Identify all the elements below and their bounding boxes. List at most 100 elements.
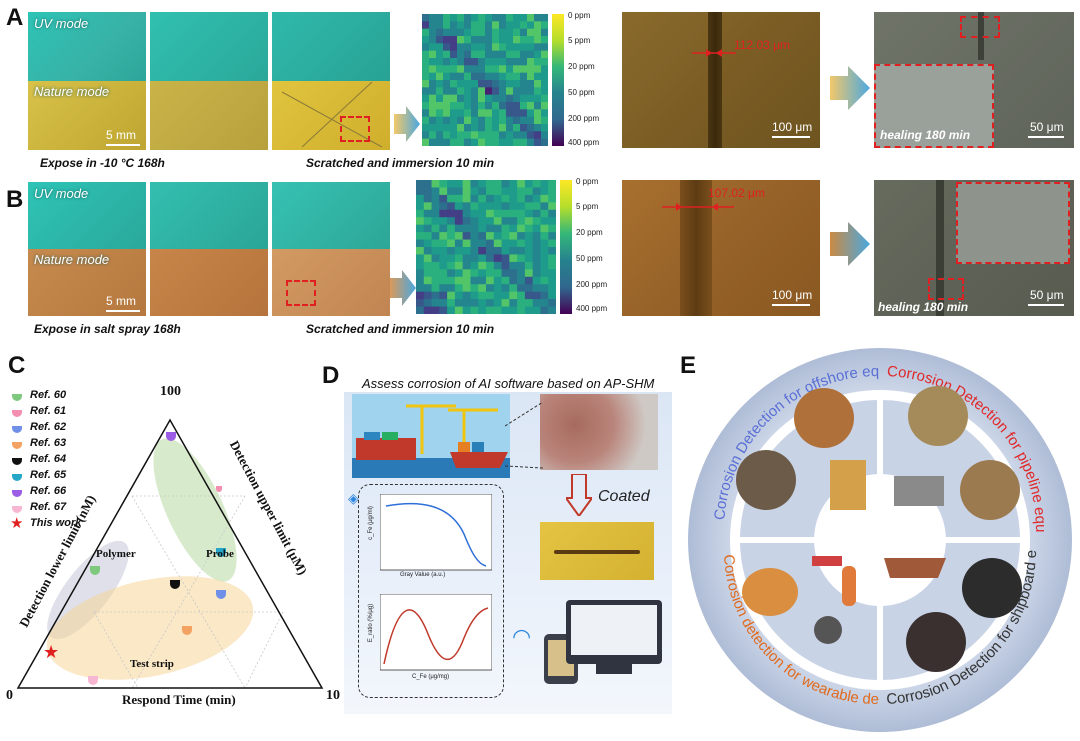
heatmap-cell — [548, 261, 556, 270]
heatmap-cell — [534, 72, 542, 81]
heatmap-cell — [462, 269, 471, 278]
application-wheel: Corrosion Detection for offshore equipme… — [680, 330, 1072, 732]
heatmap-cell — [443, 80, 451, 88]
heatmap-cell — [450, 43, 458, 52]
heatmap-cell — [478, 261, 487, 270]
heatmap-cell — [454, 299, 464, 308]
heatmap-cell — [509, 306, 518, 314]
heatmap-cell — [478, 247, 487, 255]
heatmap-cell — [540, 276, 549, 285]
heatmap-cell — [524, 254, 534, 263]
heatmap-cell — [499, 109, 507, 118]
heatmap-cell — [470, 284, 479, 293]
heatmap-cell — [422, 28, 430, 37]
heatmap-cell — [506, 131, 514, 140]
heatmap-cell — [423, 284, 433, 293]
label-probe: Probe — [206, 548, 234, 560]
legend-item-4: Ref. 64 — [30, 453, 67, 465]
heatmap-cell — [470, 217, 479, 226]
heatmap-cell — [471, 138, 479, 146]
heatmap-cell — [509, 276, 518, 285]
heatmap-cell — [509, 187, 518, 196]
heatmap-cell — [462, 217, 471, 226]
sample-tile-b1: UV mode Nature mode 5 mm — [28, 182, 146, 316]
legend-item-2: Ref. 62 — [30, 421, 67, 433]
heatmap-cell — [534, 50, 542, 59]
heatmap-cell — [439, 261, 448, 270]
heatmap-cell — [443, 102, 451, 110]
heatmap-cell — [524, 291, 534, 300]
heatmap-cell — [431, 224, 440, 233]
coated-label: Coated — [598, 488, 650, 505]
heatmap-cell — [457, 87, 465, 96]
heatmap-cell — [509, 299, 518, 308]
heatmap-cell — [439, 276, 448, 285]
legend-this-work: This work — [30, 517, 82, 529]
heatmap-cell — [493, 194, 503, 203]
legend-item-3: Ref. 63 — [30, 437, 67, 449]
heatmap-cell — [429, 36, 437, 44]
heatmap-cell — [540, 306, 549, 314]
legend-mark-4 — [12, 458, 22, 465]
heatmap-cell — [485, 72, 493, 81]
monitor-icon — [566, 600, 662, 664]
heatmap-cell — [439, 269, 448, 278]
heatmap-cell — [501, 261, 510, 270]
heatmap-cell — [485, 102, 493, 110]
heatmap-cell — [454, 269, 464, 278]
colorbar-a-label-3: 50 ppm — [568, 88, 595, 97]
point-ref-64 — [170, 580, 180, 589]
colorbar-a-label-5: 400 ppm — [568, 138, 600, 147]
colorbar-b-label-2: 20 ppm — [576, 228, 603, 237]
heatmap-cell — [462, 194, 471, 203]
heatmap-cell — [534, 36, 542, 44]
heatmap-cell — [422, 124, 430, 132]
heatmap-cell — [457, 21, 465, 30]
point-ref-65 — [216, 548, 226, 557]
heatmap-cell — [492, 102, 500, 110]
heatmap-cell — [478, 187, 487, 196]
micro-scale-bar-a — [772, 136, 810, 138]
heatmap-cell — [486, 276, 495, 285]
heatmap-cell — [493, 187, 503, 196]
heatmap-cell — [447, 187, 456, 196]
heatmap-cell — [454, 291, 464, 300]
heatmap-cell — [450, 72, 458, 81]
heatmap-cell — [471, 36, 479, 44]
heatmap-cell — [429, 109, 437, 118]
heatmap-cell — [447, 180, 456, 188]
heatmap-cell — [513, 14, 521, 22]
heatmap-cell — [464, 94, 472, 103]
heatmap-cell — [436, 21, 444, 30]
heatmap-cell — [485, 94, 493, 103]
heatmap-cell — [532, 194, 541, 203]
heatmap-cell — [478, 291, 487, 300]
heatmap-cell — [470, 247, 479, 255]
heatmap-cell — [492, 131, 500, 140]
caption-a-right: Scratched and immersion 10 min — [306, 156, 495, 170]
heatmap-cell — [517, 261, 526, 270]
heatmap-cell — [436, 58, 444, 66]
heatmap-cell — [517, 224, 526, 233]
heatmap-cell — [541, 65, 548, 74]
heatmap-cell — [524, 269, 534, 278]
heatmap-cell — [532, 254, 541, 263]
heatmap-cell — [527, 28, 535, 37]
heatmap-cell — [431, 269, 440, 278]
heatmap-cell — [457, 65, 465, 74]
heatmap-cell — [540, 202, 549, 211]
heatmap-cell — [439, 291, 448, 300]
sample-tile-1: UV mode Nature mode 5 mm — [28, 12, 146, 150]
heatmap-cell — [534, 80, 542, 88]
heatmap-cell — [436, 124, 444, 132]
point-ref-66-a — [166, 432, 176, 441]
heatmap-cell — [527, 72, 535, 81]
heatmap-cell — [450, 36, 458, 44]
heatmap-cell — [464, 116, 472, 125]
heatmap-cell — [443, 65, 451, 74]
heatmap-cell — [447, 247, 456, 255]
heatmap-cell — [423, 180, 433, 188]
heatmap-cell — [416, 202, 425, 211]
heatmap-cell — [541, 80, 548, 88]
heatmap-cell — [492, 14, 500, 22]
